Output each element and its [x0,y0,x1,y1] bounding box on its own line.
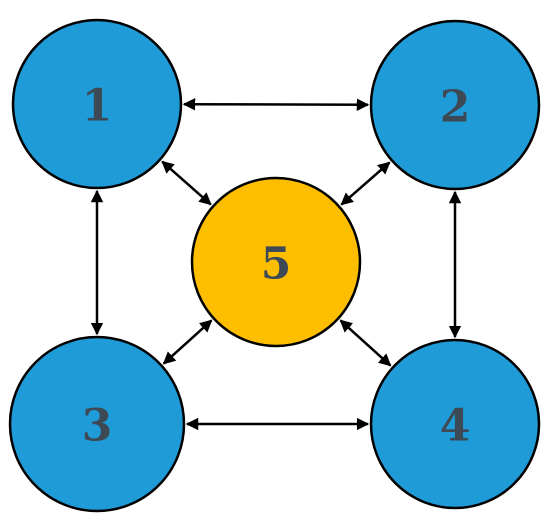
edge-2-5 [340,161,391,206]
node-4-circle [369,338,541,510]
node-2-label: 2 [440,82,471,133]
node-4: 4 [369,338,541,510]
node-5-label: 5 [261,239,292,290]
node-3: 3 [8,335,186,513]
edges-layer [90,97,462,431]
edge-1-2 [182,97,370,112]
node-1-circle [11,18,183,190]
node-4-label: 4 [440,401,471,452]
edge-3-5 [162,319,213,365]
edge-4-5 [339,319,392,367]
node-2: 2 [369,19,541,191]
node-1-label: 1 [82,81,113,132]
nodes-layer: 1 2 3 4 5 [8,18,541,513]
node-3-label: 3 [82,401,113,452]
node-1: 1 [11,18,183,190]
node-3-circle [8,335,186,513]
node-5: 5 [190,176,362,348]
edge-1-5 [161,160,212,206]
node-5-circle [190,176,362,348]
node-2-circle [369,19,541,191]
